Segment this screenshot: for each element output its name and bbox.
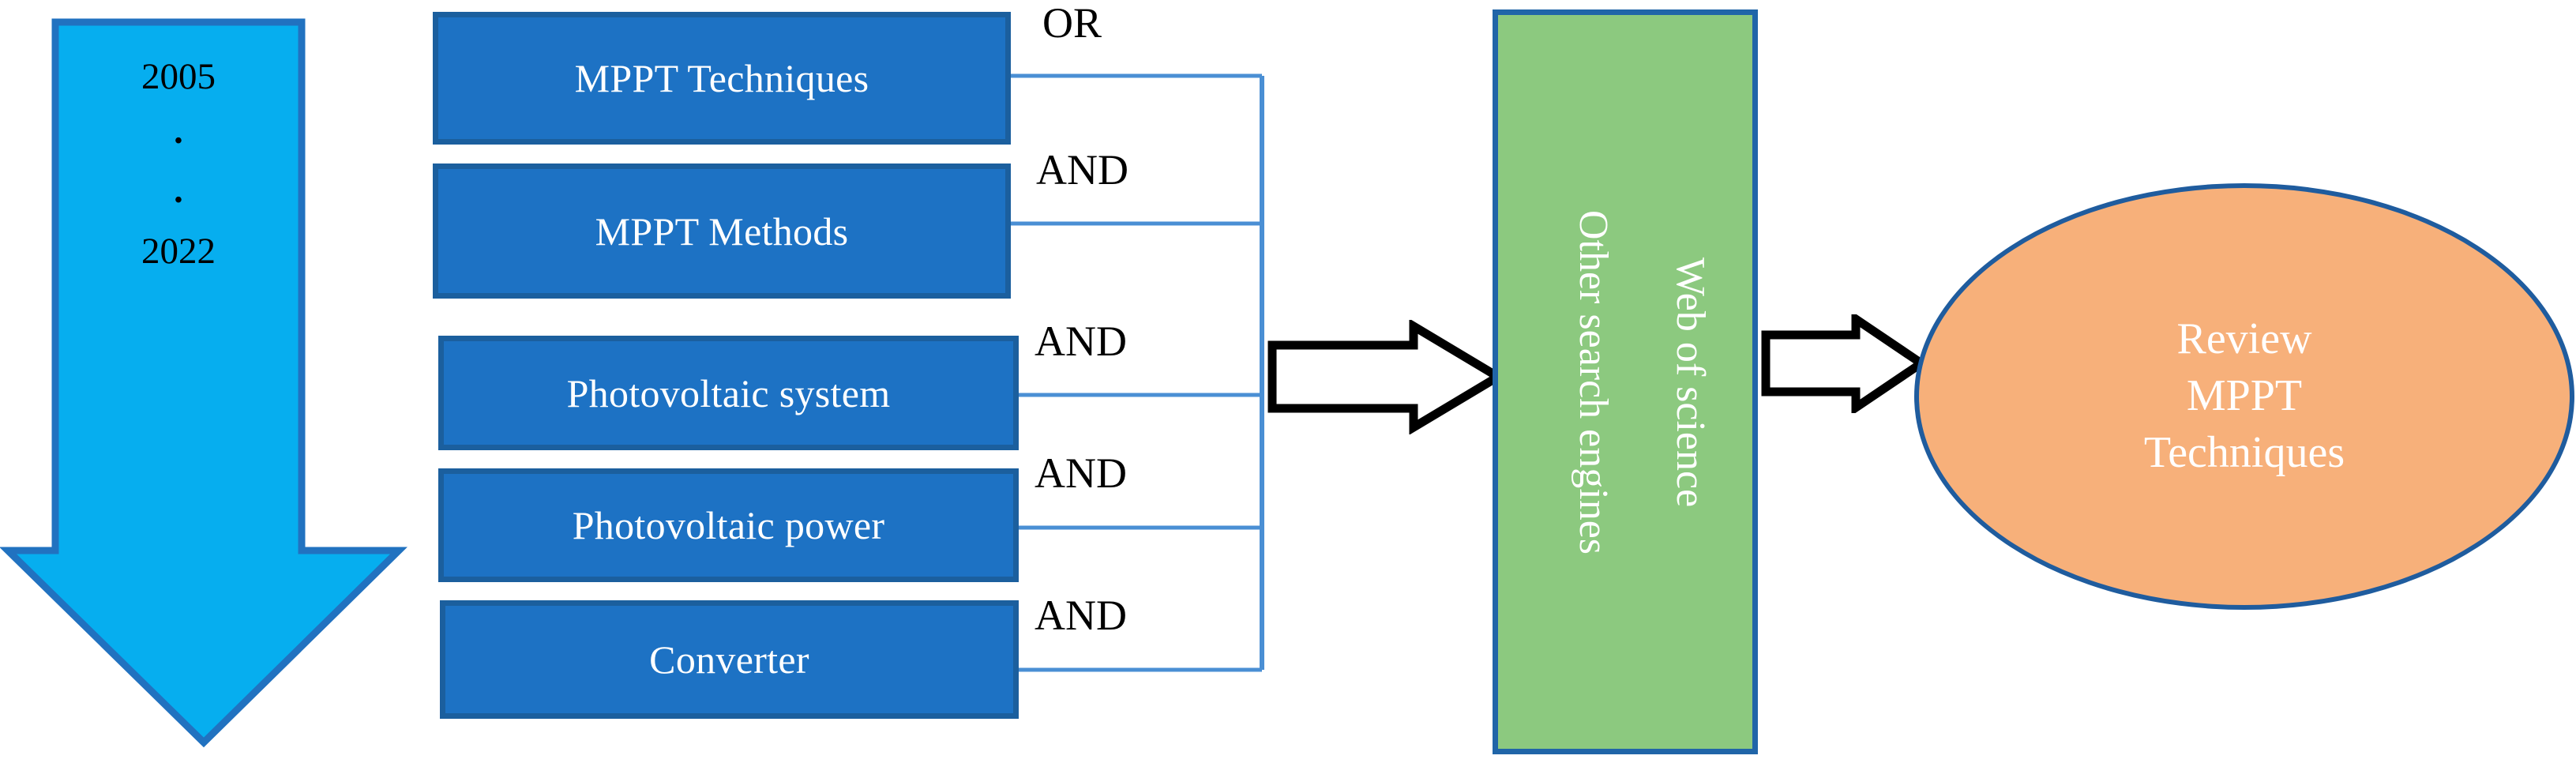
arrow-to-output xyxy=(1761,310,1929,416)
operator-label-and-2: AND xyxy=(1035,318,1127,365)
arrow-to-database xyxy=(1267,318,1507,435)
keyword-box-mppt-methods[interactable]: MPPT Methods xyxy=(433,164,1011,299)
output-review-ellipse[interactable]: Review MPPT Techniques xyxy=(1914,183,2574,610)
right-block-arrow-icon xyxy=(1761,310,1929,416)
output-label: Review MPPT Techniques xyxy=(2143,314,2345,477)
publication-year-range-arrow: 2005 · · 2022 xyxy=(0,0,411,763)
keyword-box-mppt-techniques[interactable]: MPPT Techniques xyxy=(433,12,1011,145)
right-block-arrow-icon xyxy=(1267,318,1507,435)
bracket-lines xyxy=(1011,73,1264,672)
operator-label-and-4: AND xyxy=(1035,592,1127,639)
operator-label-and-1: AND xyxy=(1036,146,1128,194)
operator-label-and-3: AND xyxy=(1035,449,1127,497)
boolean-bracket xyxy=(1003,0,1271,763)
database-box[interactable]: Other search engines Web of science xyxy=(1493,9,1758,754)
keyword-label: Photovoltaic system xyxy=(566,370,891,415)
keyword-label: Photovoltaic power xyxy=(572,503,885,547)
timeline-ellipsis-dot-lower: · xyxy=(172,179,185,220)
database-label-other-search-engines: Other search engines xyxy=(1571,209,1616,554)
down-arrow-shape xyxy=(0,18,407,748)
keyword-box-photovoltaic-power[interactable]: Photovoltaic power xyxy=(438,468,1019,582)
keyword-box-converter[interactable]: Converter xyxy=(440,600,1019,719)
timeline-ellipsis-dot-upper: · xyxy=(172,120,185,161)
keyword-label: MPPT Techniques xyxy=(574,56,869,100)
timeline-start-year: 2005 xyxy=(141,56,216,97)
timeline-end-year: 2022 xyxy=(141,231,216,272)
keyword-label: Converter xyxy=(649,637,809,682)
operator-label-or: OR xyxy=(1042,0,1102,47)
database-label-web-of-science: Web of science xyxy=(1668,257,1713,507)
keyword-label: MPPT Methods xyxy=(595,209,849,254)
keyword-box-photovoltaic-system[interactable]: Photovoltaic system xyxy=(438,336,1019,450)
